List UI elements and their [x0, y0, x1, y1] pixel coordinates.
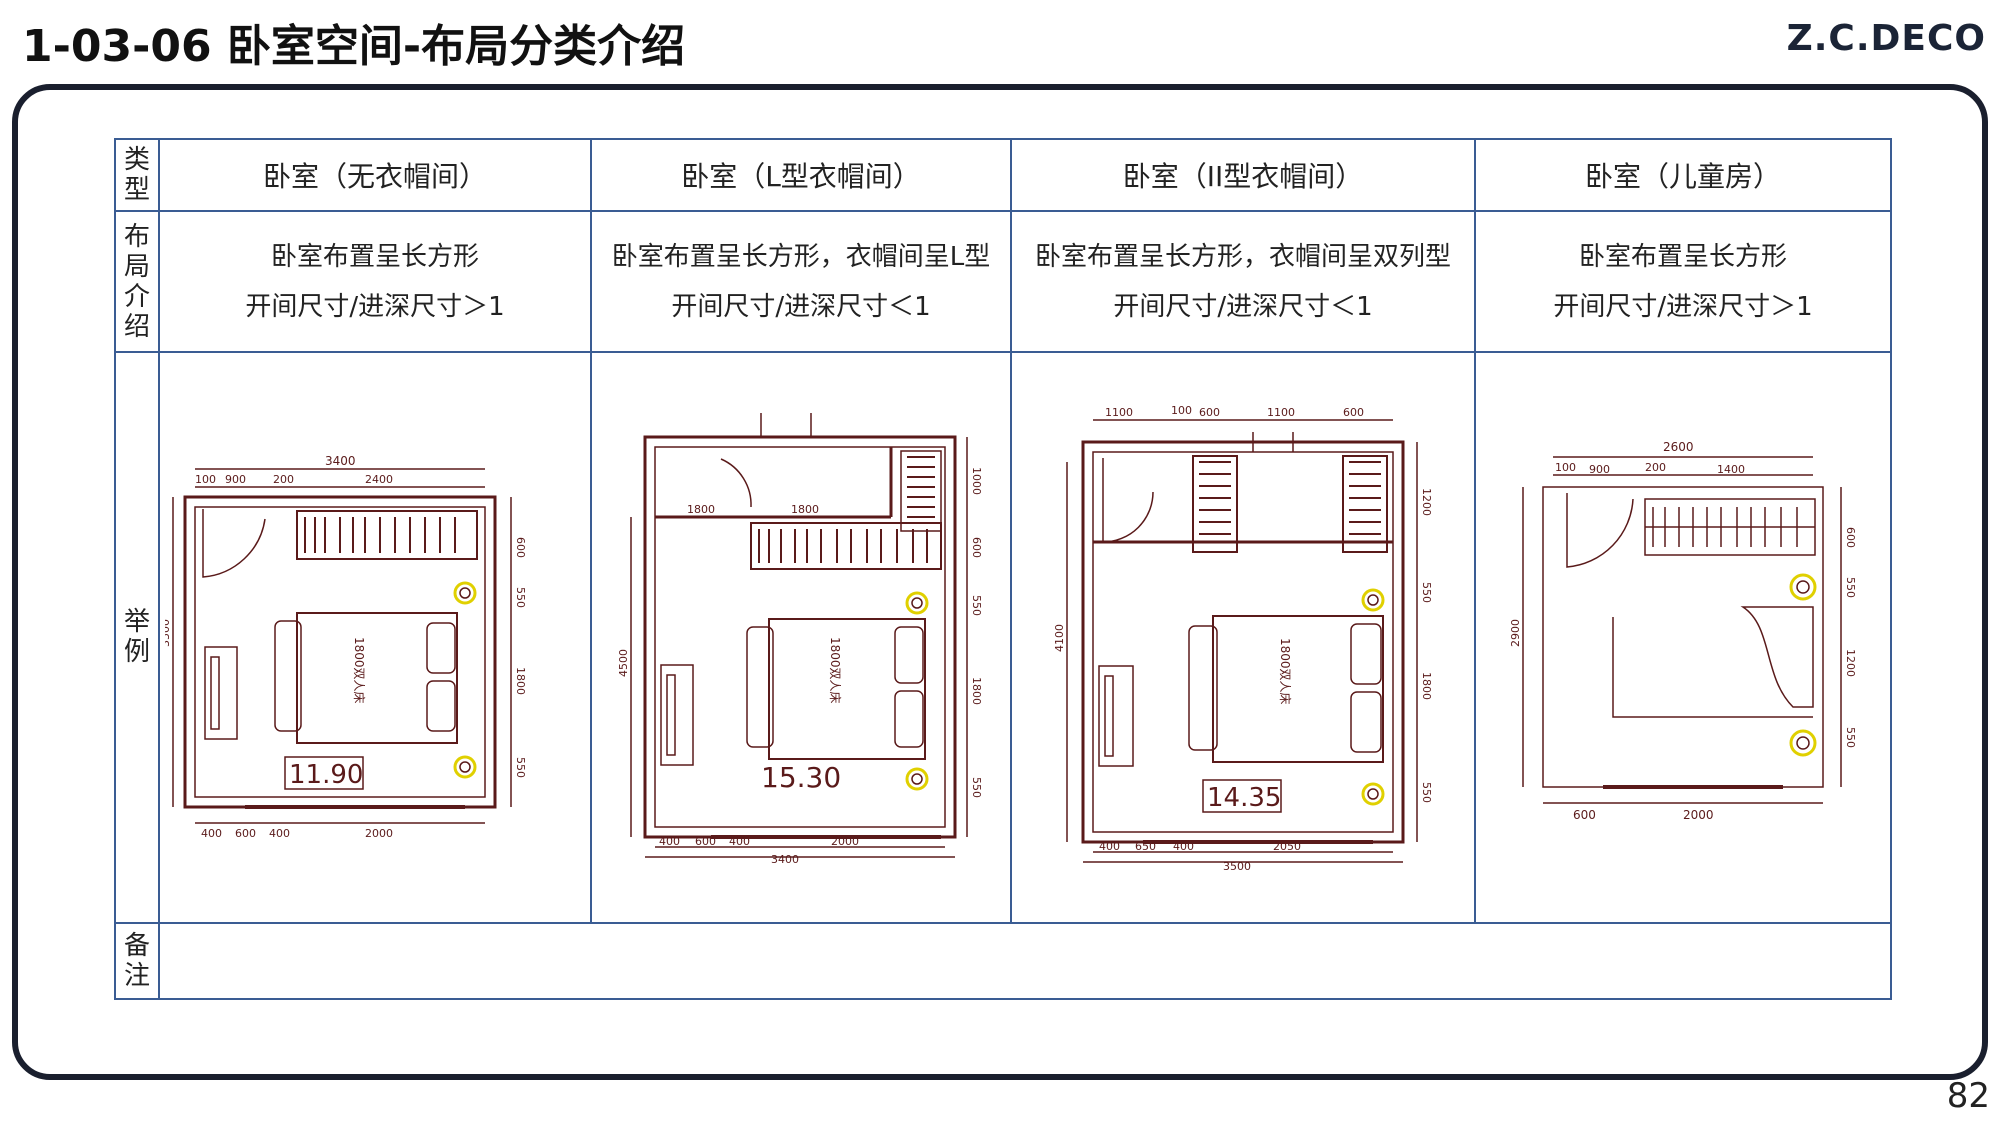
svg-text:600: 600: [1343, 406, 1364, 419]
svg-text:550: 550: [970, 595, 983, 616]
svg-text:550: 550: [1844, 727, 1857, 748]
svg-text:1100: 1100: [1105, 406, 1133, 419]
example-row: 举 例 3400 100 900 200 2400: [114, 350, 1892, 924]
type-cell: 卧室（无衣帽间）: [158, 137, 592, 213]
svg-text:550: 550: [514, 587, 527, 608]
bed-label: 1800双人床: [352, 637, 366, 704]
svg-text:1100: 1100: [1267, 406, 1295, 419]
svg-text:400: 400: [1173, 840, 1194, 853]
type-cell: 卧室（L型衣帽间）: [590, 137, 1012, 213]
svg-text:1000: 1000: [970, 467, 983, 495]
svg-text:400: 400: [729, 835, 750, 848]
svg-text:3500: 3500: [1223, 860, 1251, 872]
svg-text:2400: 2400: [365, 473, 393, 486]
row-label-type: 类 型: [114, 137, 160, 213]
svg-text:3500: 3500: [165, 619, 172, 647]
page-title: 1-03-06 卧室空间-布局分类介绍: [22, 21, 686, 72]
row-label-example: 举 例: [114, 350, 160, 924]
floor-plan-ii-closet: 1100 100 600 1100 600: [1053, 404, 1433, 872]
floor-plan-cell: 2600 100 900 200 1400: [1474, 350, 1892, 924]
svg-text:1800: 1800: [514, 667, 527, 695]
dim-top-total: 3400: [325, 454, 356, 468]
content-frame: [12, 84, 1988, 1080]
bed-label: 1800双人床: [1278, 638, 1292, 705]
svg-text:600: 600: [1844, 527, 1857, 548]
layout-description: 卧室布置呈长方形 开间尺寸/进深尺寸＞1: [158, 210, 592, 353]
svg-text:1200: 1200: [1420, 488, 1433, 516]
area-label: 14.35: [1207, 783, 1281, 813]
svg-text:2900: 2900: [1509, 619, 1522, 647]
svg-text:100: 100: [1171, 404, 1192, 417]
layout-table: 类 型 卧室（无衣帽间） 卧室（L型衣帽间） 卧室（II型衣帽间） 卧室（儿童房…: [114, 137, 1892, 1001]
svg-text:900: 900: [1589, 463, 1610, 476]
type-cell: 卧室（II型衣帽间）: [1010, 137, 1476, 213]
svg-text:1200: 1200: [1844, 649, 1857, 677]
layout-description: 卧室布置呈长方形，衣帽间呈L型 开间尺寸/进深尺寸＜1: [590, 210, 1012, 353]
svg-text:1800: 1800: [687, 503, 715, 516]
area-label: 15.30: [761, 761, 841, 794]
svg-text:900: 900: [225, 473, 246, 486]
floor-plan-no-closet: 3400 100 900 200 2400 1800双人床: [165, 454, 527, 840]
svg-text:600: 600: [1199, 406, 1220, 419]
svg-text:2000: 2000: [365, 827, 393, 840]
svg-text:1800: 1800: [1420, 672, 1433, 700]
svg-text:600: 600: [970, 537, 983, 558]
row-label-layout: 布 局 介 绍: [114, 210, 160, 353]
floor-plan-cell: 1100 100 600 1100 600: [1010, 350, 1476, 924]
brand-logo: Z.C.DECO: [1786, 18, 1986, 59]
floor-plan-cell: 1800 1800 1800双人床 15.30: [590, 350, 1012, 924]
svg-text:1800: 1800: [791, 503, 819, 516]
area-label: 11.90: [289, 760, 363, 790]
svg-text:650: 650: [1135, 840, 1156, 853]
layout-description: 卧室布置呈长方形 开间尺寸/进深尺寸＞1: [1474, 210, 1892, 353]
layout-description: 卧室布置呈长方形，衣帽间呈双列型 开间尺寸/进深尺寸＜1: [1010, 210, 1476, 353]
layout-row: 布 局 介 绍 卧室布置呈长方形 开间尺寸/进深尺寸＞1 卧室布置呈长方形，衣帽…: [114, 210, 1892, 353]
svg-text:600: 600: [514, 537, 527, 558]
svg-text:2000: 2000: [831, 835, 859, 848]
floor-plan-cell: 3400 100 900 200 2400 1800双人床: [158, 350, 592, 924]
svg-text:1800: 1800: [970, 677, 983, 705]
row-label-note: 备 注: [114, 921, 160, 1001]
svg-text:4500: 4500: [617, 649, 630, 677]
svg-text:550: 550: [1420, 582, 1433, 603]
note-row: 备 注: [114, 921, 1892, 1001]
svg-text:400: 400: [269, 827, 290, 840]
svg-text:200: 200: [1645, 461, 1666, 474]
floor-plan-l-closet: 1800 1800 1800双人床 15.30: [617, 413, 983, 866]
page-number: 82: [1946, 1076, 1990, 1116]
svg-text:100: 100: [195, 473, 216, 486]
type-row: 类 型 卧室（无衣帽间） 卧室（L型衣帽间） 卧室（II型衣帽间） 卧室（儿童房…: [114, 137, 1892, 213]
floor-plan-kids-room: 2600 100 900 200 1400: [1509, 440, 1857, 822]
dim-top-total: 2600: [1663, 440, 1694, 454]
bed-label: 1800双人床: [828, 637, 842, 704]
note-cell: [158, 921, 1892, 1001]
svg-text:3400: 3400: [771, 853, 799, 866]
svg-text:600: 600: [1573, 808, 1596, 822]
svg-text:550: 550: [1420, 782, 1433, 803]
svg-text:550: 550: [1844, 577, 1857, 598]
type-cell: 卧室（儿童房）: [1474, 137, 1892, 213]
svg-text:200: 200: [273, 473, 294, 486]
svg-text:550: 550: [514, 757, 527, 778]
svg-text:600: 600: [235, 827, 256, 840]
svg-text:2050: 2050: [1273, 840, 1301, 853]
svg-text:550: 550: [970, 777, 983, 798]
svg-text:1400: 1400: [1717, 463, 1745, 476]
svg-text:600: 600: [695, 835, 716, 848]
svg-text:400: 400: [201, 827, 222, 840]
svg-text:100: 100: [1555, 461, 1576, 474]
svg-text:400: 400: [1099, 840, 1120, 853]
svg-text:400: 400: [659, 835, 680, 848]
svg-text:4100: 4100: [1053, 624, 1066, 652]
svg-text:2000: 2000: [1683, 808, 1714, 822]
